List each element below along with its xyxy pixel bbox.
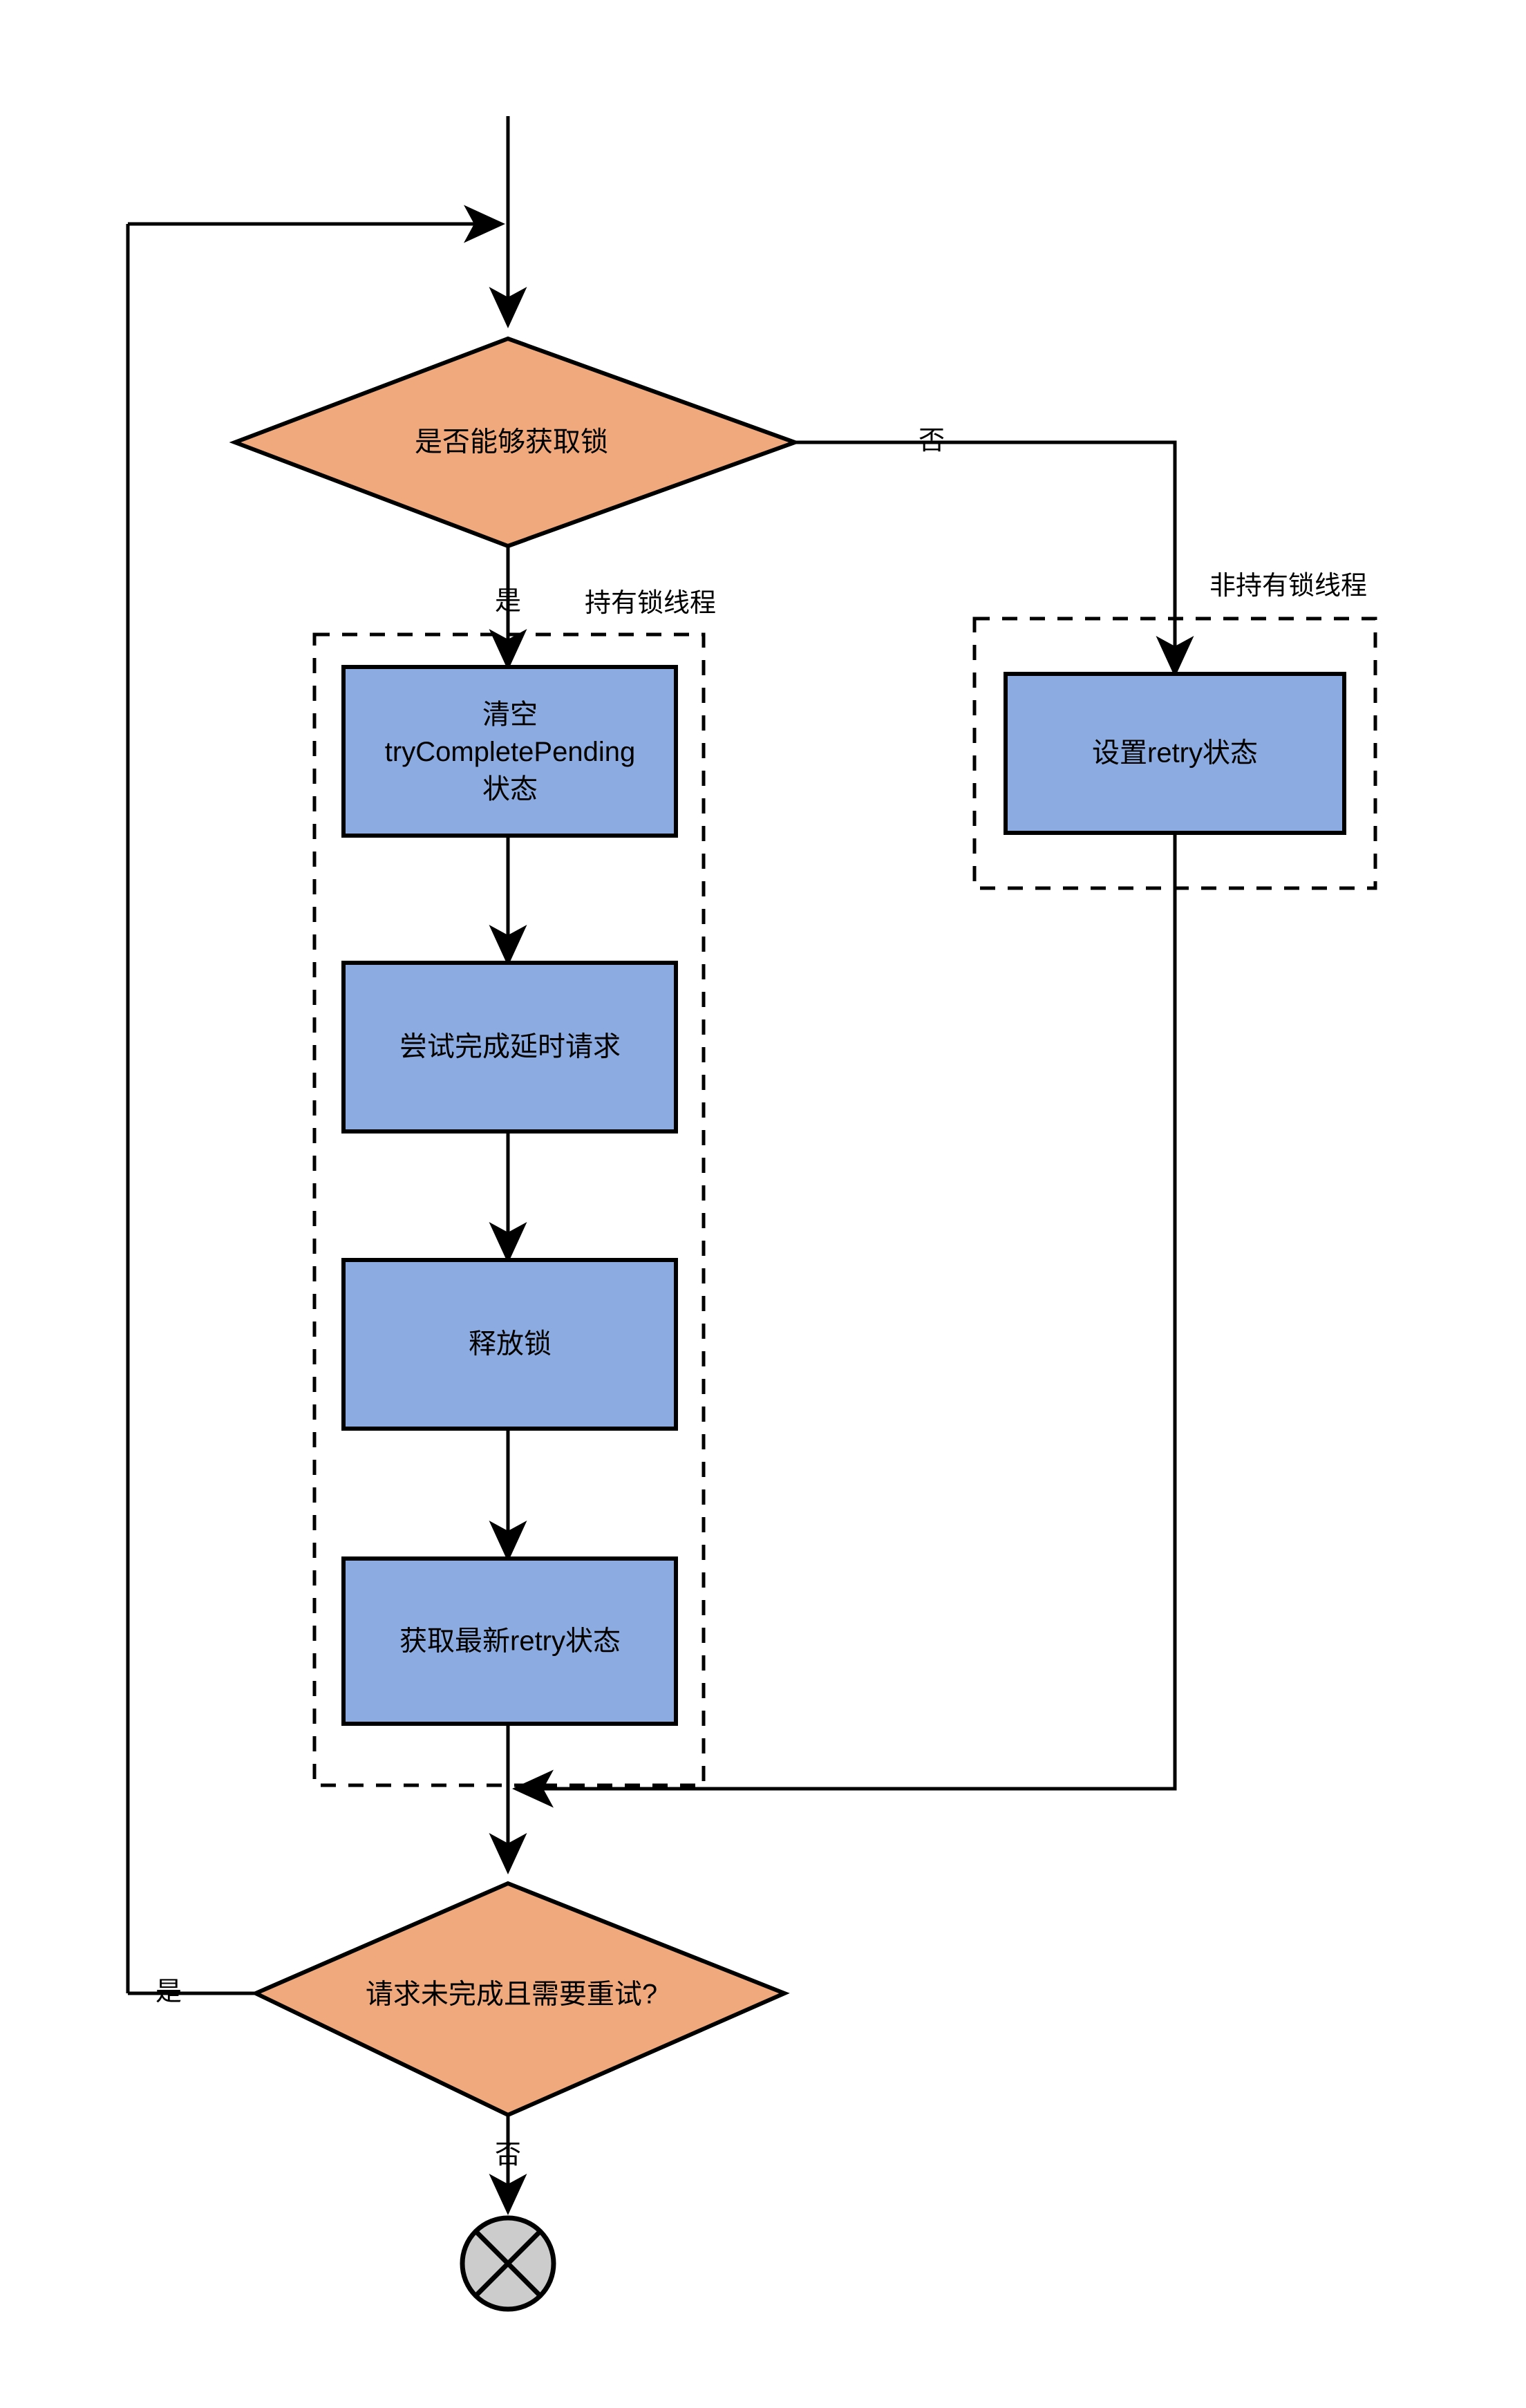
label-retry-yes: 是: [156, 1977, 182, 2006]
group-non-lock-holder: [972, 617, 1377, 890]
clear-pending-line1: 清空: [482, 699, 538, 730]
svg-text:否: 否: [495, 2141, 521, 2170]
node-decision-incomplete-retry[interactable]: 请求未完成且需要重试?: [250, 1881, 790, 2118]
node-decision-acquire-lock[interactable]: 是否能够获取锁: [229, 336, 801, 549]
svg-text:持有锁线程: 持有锁线程: [585, 589, 716, 618]
group-lock-holder: [312, 632, 706, 1787]
node-end-terminator[interactable]: [460, 2215, 556, 2312]
edge-retry-yes-loop: [126, 224, 256, 1995]
node-try-complete-delayed-request[interactable]: 尝试完成延时请求: [341, 961, 678, 1134]
node-set-retry-state[interactable]: 设置retry状态: [1004, 672, 1346, 835]
svg-text:非持有锁线程: 非持有锁线程: [1209, 572, 1367, 601]
clear-pending-line3: 状态: [482, 774, 538, 805]
svg-text:否: 否: [919, 426, 945, 455]
label-group-lock-holder: 持有锁线程: [585, 589, 716, 618]
get-latest-retry-label: 获取最新retry状态: [399, 1626, 621, 1657]
try-complete-delayed-label: 尝试完成延时请求: [399, 1032, 621, 1062]
set-retry-state-label: 设置retry状态: [1092, 738, 1258, 769]
decision-acquire-lock-label: 是否能够获取锁: [415, 427, 608, 458]
edge-acquire-no: [795, 440, 1194, 677]
clear-pending-line2: tryCompletePending: [385, 737, 635, 767]
label-group-non-lock-holder: 非持有锁线程: [1209, 572, 1367, 601]
edge-setretry-to-merge: [512, 833, 1177, 1808]
node-get-latest-retry-state[interactable]: 获取最新retry状态: [341, 1556, 678, 1726]
release-lock-label: 释放锁: [469, 1329, 552, 1360]
node-release-lock[interactable]: 释放锁: [341, 1258, 678, 1431]
label-acquire-no: 否: [919, 426, 945, 455]
node-clear-try-complete-pending[interactable]: 清空 tryCompletePending 状态: [341, 665, 678, 838]
label-retry-no: 否: [495, 2141, 521, 2170]
svg-text:是: 是: [495, 587, 521, 616]
svg-text:是: 是: [156, 1977, 182, 2006]
decision-incomplete-retry-label: 请求未完成且需要重试?: [366, 1979, 657, 2010]
label-acquire-yes: 是: [495, 587, 521, 616]
